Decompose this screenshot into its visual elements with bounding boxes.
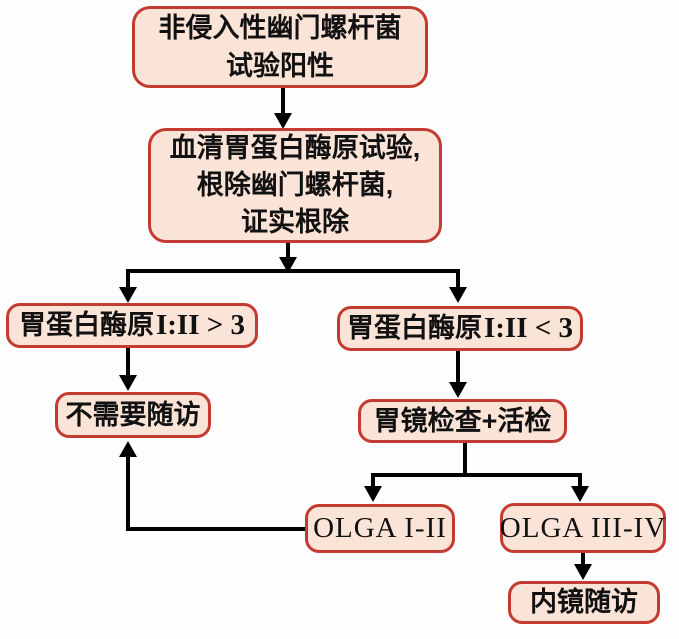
node-text-line: 内镜随访 bbox=[530, 587, 638, 617]
arrowhead-up bbox=[119, 441, 137, 457]
arrowhead-down bbox=[279, 257, 297, 273]
arrowhead-down bbox=[119, 375, 137, 391]
node-text-line: 根除幽门螺杆菌, bbox=[196, 170, 394, 200]
arrowhead-down bbox=[119, 287, 137, 303]
node-endoscopic-followup: 内镜随访 bbox=[508, 581, 660, 624]
node-no-followup-needed: 不需要随访 bbox=[55, 392, 211, 438]
node-text-line: OLGA I-II bbox=[313, 512, 447, 544]
node-text-ratio: I:II > 3 bbox=[155, 309, 246, 341]
node-text-line: 证实根除 bbox=[241, 207, 349, 237]
node-text-line: 胃镜检查+活检 bbox=[373, 405, 552, 436]
node-text-line: 不需要随访 bbox=[65, 399, 201, 430]
arrowhead-down bbox=[274, 113, 292, 129]
node-noninvasive-hp-test-positive: 非侵入性幽门螺杆菌 试验阳性 bbox=[132, 6, 428, 88]
node-text-line: OLGA III-IV bbox=[499, 511, 667, 544]
node-text-line: 非侵入性幽门螺杆菌 bbox=[158, 13, 402, 43]
node-text-ratio: I:II < 3 bbox=[483, 312, 574, 344]
arrowhead-down bbox=[364, 486, 382, 502]
node-text-line: 血清胃蛋白酶原试验, bbox=[169, 133, 421, 163]
node-gastroscopy-biopsy: 胃镜检查+活检 bbox=[358, 399, 567, 443]
node-serum-pepsinogen-eradication: 血清胃蛋白酶原试验, 根除幽门螺杆菌, 证实根除 bbox=[148, 128, 442, 243]
connector-line bbox=[126, 455, 305, 531]
arrowhead-down bbox=[571, 486, 589, 502]
node-text-line: 试验阳性 bbox=[226, 51, 334, 81]
arrowhead-down bbox=[449, 382, 467, 398]
arrowhead-down bbox=[574, 564, 592, 580]
node-olga-3-4: OLGA III-IV bbox=[500, 503, 666, 553]
arrowhead-down bbox=[449, 287, 467, 303]
node-text-zh: 胃蛋白酶原 bbox=[18, 310, 154, 340]
node-olga-1-2: OLGA I-II bbox=[305, 504, 455, 553]
node-text-zh: 胃蛋白酶原 bbox=[346, 313, 482, 343]
